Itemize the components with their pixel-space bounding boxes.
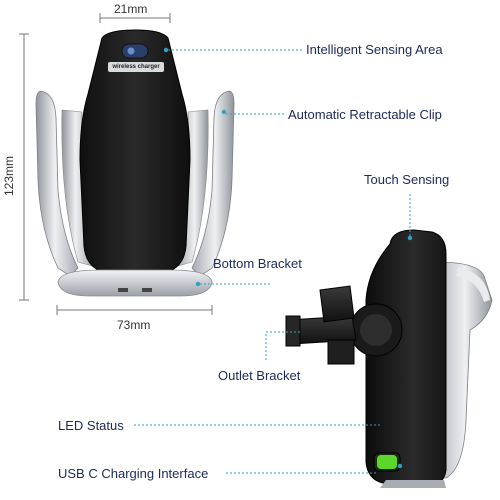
leader-lines [134, 49, 411, 474]
callout-led-status: LED Status [58, 418, 124, 433]
front-logo-text: wireless charger [112, 64, 160, 70]
dimension-top-label: 21mm [114, 2, 148, 16]
callout-touch-sensing: Touch Sensing [364, 172, 450, 187]
callout-usb-c-charging-interface: USB C Charging Interface [58, 466, 209, 481]
callout-intelligent-sensing-area: Intelligent Sensing Area [306, 42, 443, 57]
side-clip-arm [431, 261, 493, 479]
dimension-bottom-label: 73mm [117, 318, 151, 332]
side-view-holder [285, 229, 493, 488]
leader-outlet-bracket [265, 331, 300, 360]
sensing-window [121, 43, 149, 59]
front-view-holder [35, 29, 235, 297]
dimension-top-line [99, 13, 171, 23]
front-body [79, 29, 191, 275]
side-body [365, 229, 447, 485]
dimension-left-line [19, 33, 29, 301]
callout-outlet-bracket: Outlet Bracket [218, 368, 301, 383]
dimension-left-label: 123mm [2, 155, 16, 196]
callout-bottom-bracket: Bottom Bracket [213, 256, 302, 271]
led-indicator [377, 455, 397, 469]
dimension-bottom-line [56, 305, 213, 315]
callout-automatic-retractable-clip: Automatic Retractable Clip [288, 107, 442, 122]
bottom-bracket [57, 269, 213, 297]
